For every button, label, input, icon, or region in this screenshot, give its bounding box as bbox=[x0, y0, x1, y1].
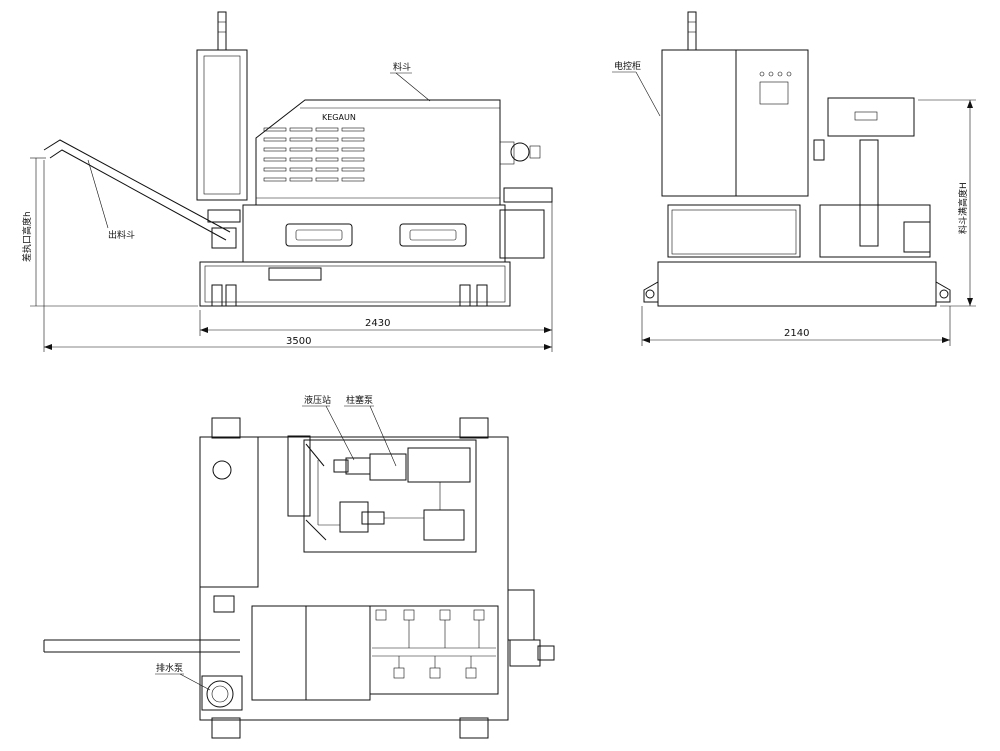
side-view: 电控柜 料斗满高度H 2140 bbox=[612, 11, 976, 346]
front-view: KEGAUN 料斗 出料斗 差执口高度h 2430 bbox=[21, 11, 553, 352]
outlet-hopper-label: 出料斗 bbox=[108, 229, 135, 241]
front-overall-dim: 3500 bbox=[286, 336, 311, 347]
side-width-dim: 2140 bbox=[784, 328, 809, 339]
top-view: 液压站 柱塞泵 排水泵 bbox=[43, 394, 555, 739]
front-width-dim: 2430 bbox=[365, 318, 390, 329]
hopper-height-label: 料斗满高度H bbox=[957, 182, 969, 234]
outlet-height-label: 差执口高度h bbox=[21, 211, 33, 262]
brand-logo: KEGAUN bbox=[322, 113, 356, 122]
plunger-pump-label: 柱塞泵 bbox=[346, 394, 373, 406]
cabinet-label: 电控柜 bbox=[614, 60, 641, 72]
hydraulic-station-label: 液压站 bbox=[304, 394, 331, 406]
hopper-label: 料斗 bbox=[393, 61, 411, 73]
drain-pump-label: 排水泵 bbox=[156, 662, 183, 674]
